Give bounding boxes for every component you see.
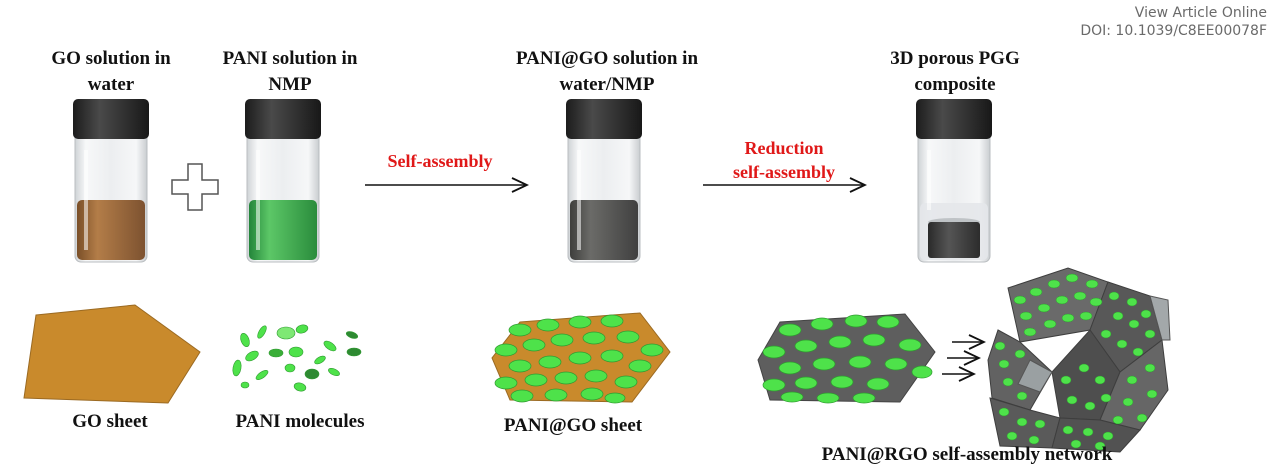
doi-link[interactable]: DOI: 10.1039/C8EE00078F xyxy=(1080,23,1267,39)
pani-go-solution-label: PANI@GO solution in water/NMP xyxy=(515,48,699,95)
reduction-self-assembly-label: self-assembly xyxy=(733,162,835,182)
go-solution-label: GO solution in water xyxy=(51,48,171,95)
plus-icon xyxy=(171,163,219,211)
go-vial xyxy=(73,99,149,263)
pani-rgo-sheet xyxy=(757,313,936,404)
go-sheet xyxy=(23,304,201,404)
pani-solution-label: PANI solution in NMP xyxy=(222,48,358,95)
pgg-composite-label: 3D porous PGG composite xyxy=(890,48,1020,95)
go-sheet-label: GO sheet xyxy=(72,411,148,432)
pani-vial xyxy=(245,99,321,263)
view-article-online-link[interactable]: View Article Online xyxy=(1134,5,1267,21)
self-assembly-label: Self-assembly xyxy=(387,151,493,171)
reduction-label: Reduction xyxy=(744,138,824,158)
pgg-vial xyxy=(916,99,992,263)
pani-go-sheet xyxy=(491,312,671,404)
article-header: View Article Online DOI: 10.1039/C8EE000… xyxy=(1080,4,1267,40)
pani-rgo-network-label: PANI@RGO self-assembly network xyxy=(821,444,1113,465)
pani-go-vial xyxy=(566,99,642,263)
pani-rgo-network xyxy=(987,267,1171,453)
pani-go-sheet-label: PANI@GO sheet xyxy=(503,415,643,436)
network-formation-arrows xyxy=(942,342,984,374)
pani-molecules-label: PANI molecules xyxy=(235,411,365,432)
pani-molecules xyxy=(232,324,362,392)
